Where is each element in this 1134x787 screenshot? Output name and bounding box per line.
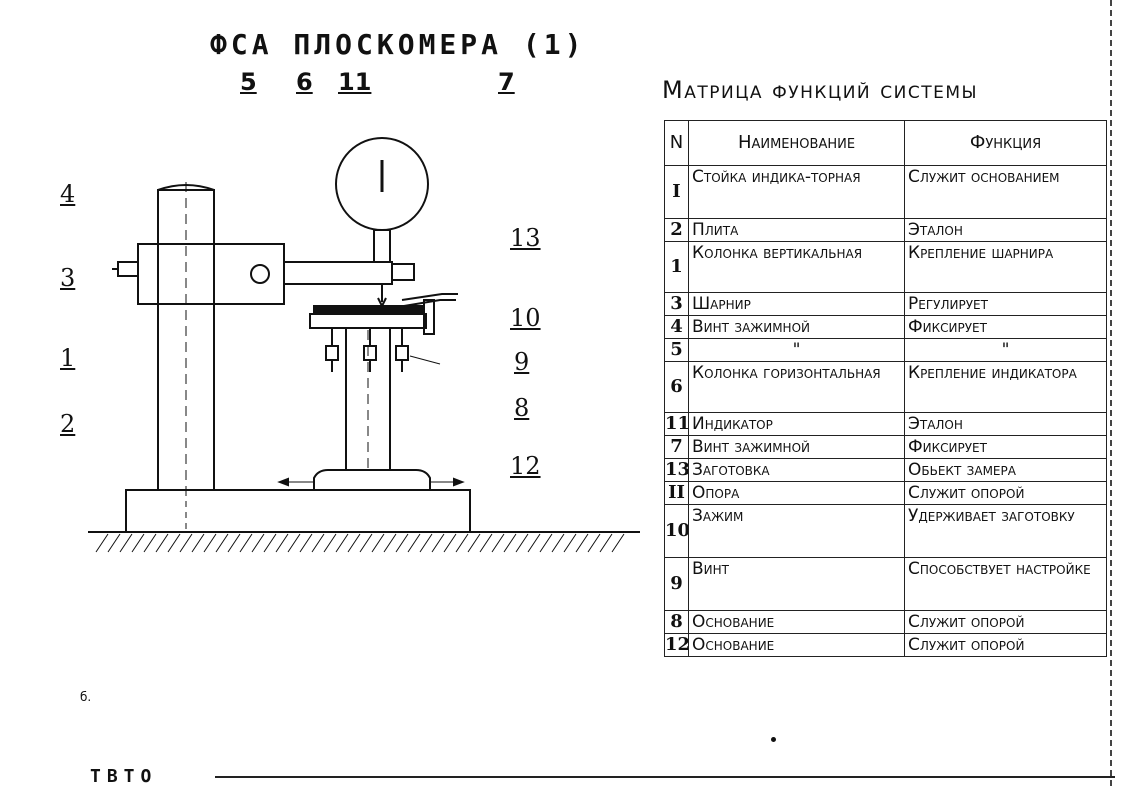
page-border-bottom: [215, 776, 1115, 778]
flatness-meter-drawing: [88, 137, 640, 553]
row-function: Служит опорой: [904, 633, 1107, 657]
diagram-title: ФСА ПЛОСКОМЕРА (1): [210, 28, 586, 61]
row-number: II: [664, 481, 689, 505]
row-number: 1: [664, 241, 689, 293]
callout-label: 8: [514, 394, 530, 422]
row-name: Зажим: [688, 504, 905, 558]
work-table: [309, 313, 427, 329]
clamp-block: [137, 243, 285, 305]
row-number: 11: [664, 412, 689, 436]
row-function: Крепление индикатора: [904, 361, 1107, 413]
row-function: Эталон: [904, 412, 1107, 436]
row-function: Эталон: [904, 218, 1107, 242]
page-border-right: [1110, 0, 1112, 786]
row-number: 13: [664, 458, 689, 482]
callout-label: 9: [514, 348, 530, 376]
workpiece: [313, 305, 423, 315]
ink-dot: [771, 737, 776, 742]
row-number: 5: [664, 338, 689, 362]
column-header-name: Наименование: [688, 120, 905, 166]
callout-label: 5: [240, 68, 257, 96]
row-function: Служит основанием: [904, 165, 1107, 219]
row-function: Фиксирует: [904, 315, 1107, 339]
row-name: Колонка горизонтальная: [688, 361, 905, 413]
matrix-title: Матрица функций системы: [662, 76, 979, 104]
row-name: Винт: [688, 557, 905, 611]
row-name: Основание: [688, 610, 905, 634]
corner-stamp: ТВТО: [90, 766, 158, 787]
side-screw: [117, 261, 139, 277]
row-name: ": [688, 338, 905, 362]
row-name: Винт зажимной: [688, 315, 905, 339]
row-number: 4: [664, 315, 689, 339]
callout-label: 6: [296, 68, 313, 96]
row-number: I: [664, 165, 689, 219]
column-header-number: N: [664, 120, 689, 166]
callout-label: 1: [60, 344, 76, 372]
row-number: 9: [664, 557, 689, 611]
row-function: Служит опорой: [904, 610, 1107, 634]
row-number: 12: [664, 633, 689, 657]
callout-label: 4: [60, 180, 76, 208]
base-plate: [125, 489, 471, 533]
row-number: 2: [664, 218, 689, 242]
row-number: 7: [664, 435, 689, 459]
page-mark: б.: [80, 690, 92, 704]
row-function: Удерживает заготовку: [904, 504, 1107, 558]
row-name: Индикатор: [688, 412, 905, 436]
row-number: 3: [664, 292, 689, 316]
row-function: Служит опорой: [904, 481, 1107, 505]
indicator-stem: [373, 229, 391, 263]
row-name: Плита: [688, 218, 905, 242]
table-row: 5"": [664, 338, 1107, 362]
callout-label: 13: [510, 224, 541, 252]
row-name: Опора: [688, 481, 905, 505]
callout-label: 10: [510, 304, 541, 332]
callout-label: 7: [498, 68, 515, 96]
ground-hatching: [95, 533, 625, 553]
row-name: Основание: [688, 633, 905, 657]
column-header-function: Функция: [904, 120, 1107, 166]
callout-label: 2: [60, 410, 76, 438]
clamp-knob: [250, 264, 270, 284]
row-number: 8: [664, 610, 689, 634]
arm-screw: [391, 263, 415, 281]
row-function: Крепление шарнира: [904, 241, 1107, 293]
row-name: Винт зажимной: [688, 435, 905, 459]
workpiece-clamp: [401, 293, 458, 307]
row-name: Заготовка: [688, 458, 905, 482]
row-name: Колонка вертикальная: [688, 241, 905, 293]
horizontal-arm: [283, 261, 393, 285]
table-header-row: N Наименование Функция: [664, 120, 1107, 166]
row-number: 10: [664, 504, 689, 558]
callout-label: 11: [338, 68, 372, 96]
row-function: Регулирует: [904, 292, 1107, 316]
base-fixture: [313, 469, 431, 490]
row-function: Обьект замера: [904, 458, 1107, 482]
adjusting-screws: [325, 328, 441, 372]
row-name: Стойка индика-торная: [688, 165, 905, 219]
row-function: Фиксирует: [904, 435, 1107, 459]
row-name: Шарнир: [688, 292, 905, 316]
row-function: ": [904, 338, 1107, 362]
callout-label: 12: [510, 452, 541, 480]
row-function: Способствует настройке: [904, 557, 1107, 611]
row-number: 6: [664, 361, 689, 413]
callout-label: 3: [60, 264, 76, 292]
